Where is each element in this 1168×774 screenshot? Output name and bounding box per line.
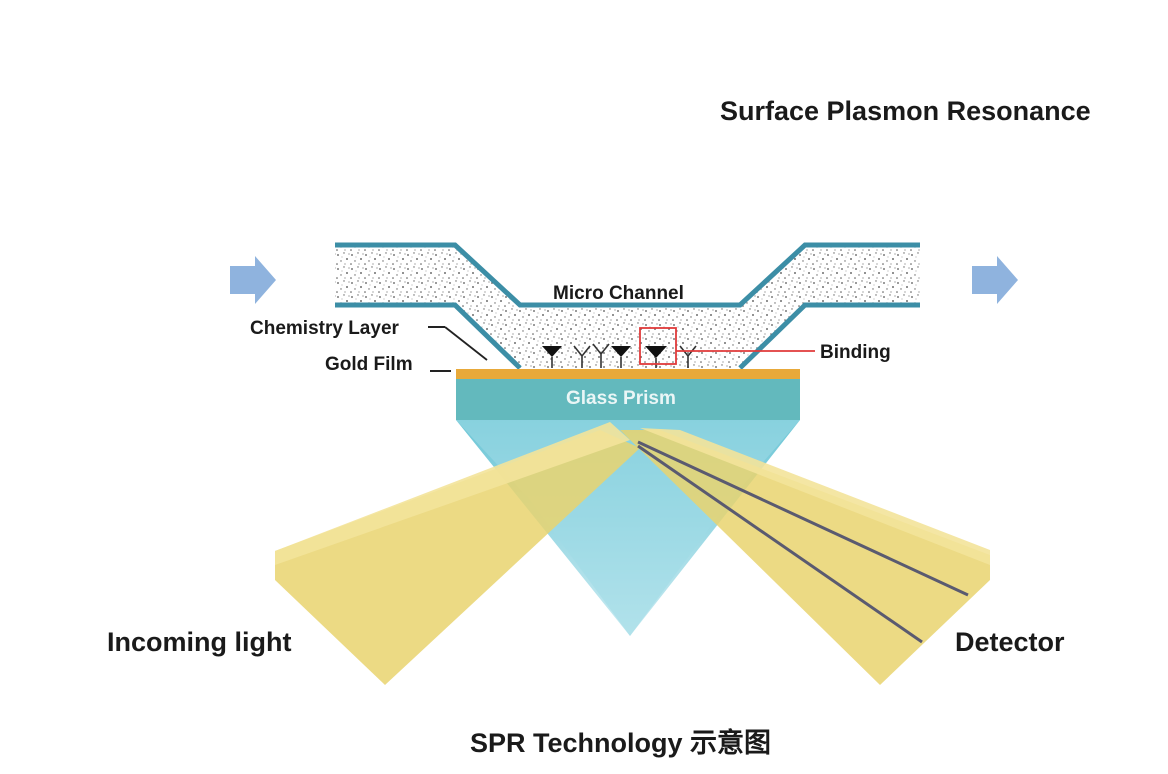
chemistry-layer-pointer — [444, 326, 488, 361]
gold-film-label: Gold Film — [325, 354, 413, 375]
incoming-light-beam — [275, 422, 640, 685]
binding-highlight-box — [639, 327, 677, 365]
antibody-icon — [679, 345, 697, 368]
incoming-light-label: Incoming light — [107, 627, 291, 657]
diagram-title: Surface Plasmon Resonance — [720, 96, 1091, 126]
chemistry-layer-label: Chemistry Layer — [250, 318, 400, 339]
caption: SPR Technology 示意图 — [470, 727, 771, 758]
bound-molecule-icon — [645, 346, 667, 368]
antibody-icon — [573, 345, 591, 368]
bound-molecule-icon — [611, 346, 631, 368]
gold-film — [456, 369, 800, 379]
reflected-light-beam — [620, 428, 990, 685]
flow-in-arrow-icon — [230, 256, 276, 304]
micro-channel — [335, 242, 920, 370]
antibody-icon — [592, 343, 610, 368]
micro-channel-label: Micro Channel — [553, 283, 684, 304]
glass-prism-label: Glass Prism — [566, 388, 676, 409]
detector-label: Detector — [955, 627, 1065, 657]
flow-out-arrow-icon — [972, 256, 1018, 304]
binding-label: Binding — [820, 342, 891, 363]
bound-molecule-icon — [542, 346, 562, 368]
antibody-row — [542, 343, 697, 368]
